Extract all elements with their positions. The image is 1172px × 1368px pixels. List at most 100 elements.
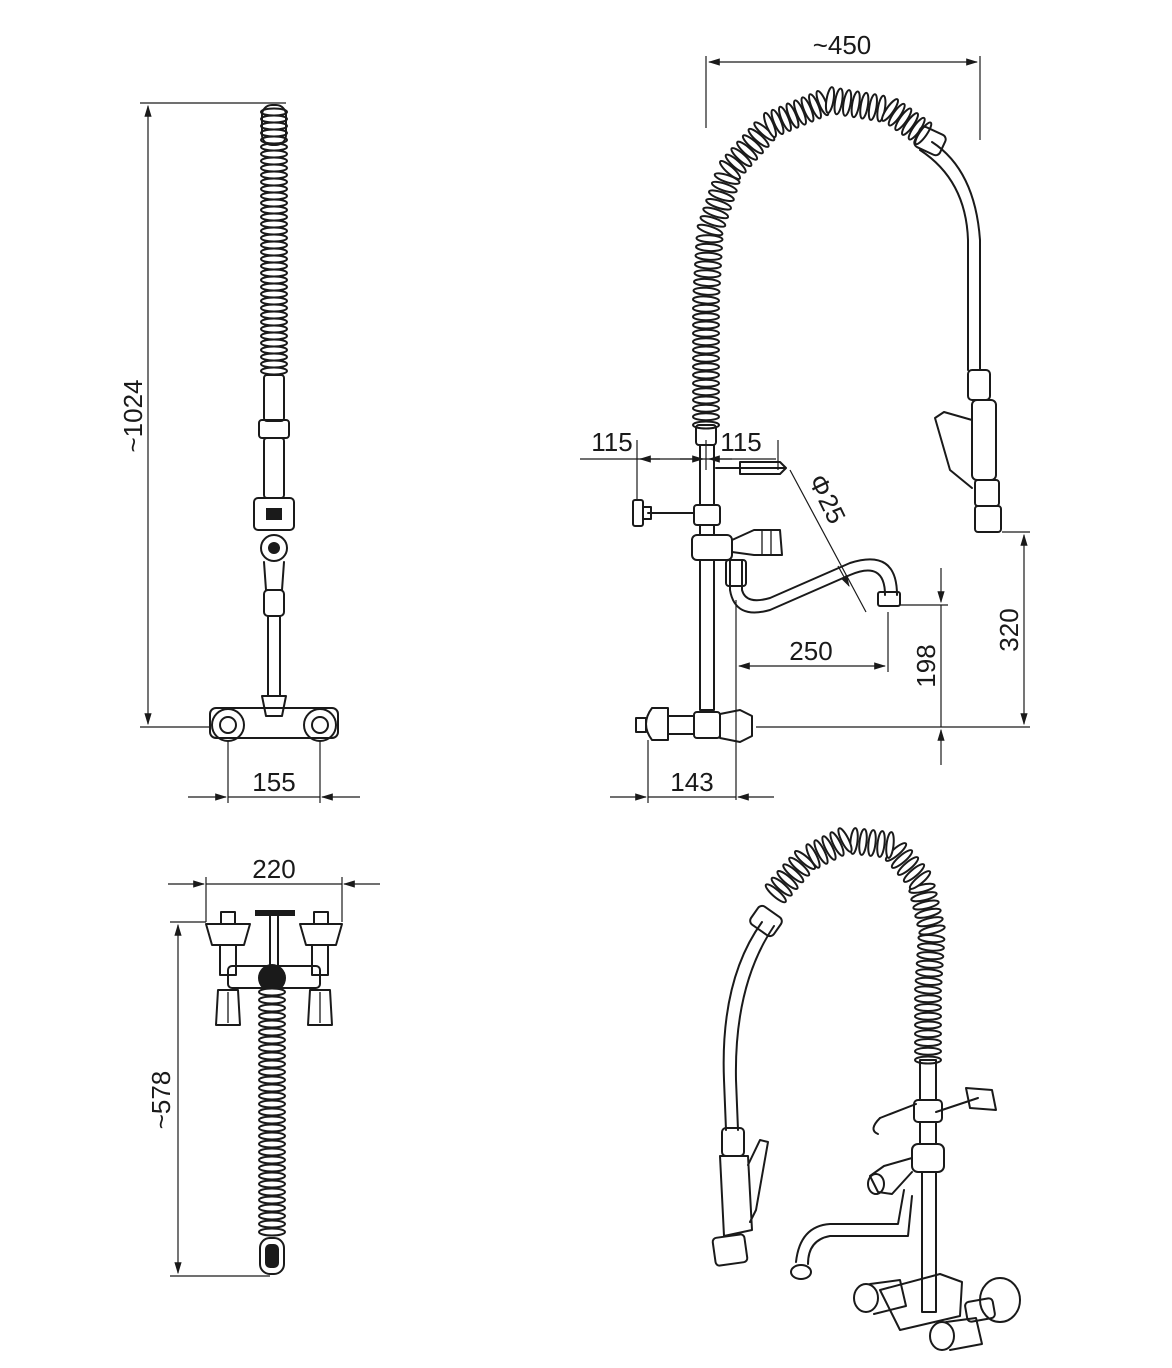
side-wall-flange <box>645 707 669 741</box>
top-spray-head <box>259 1237 285 1275</box>
front-wall-nut-left-inner <box>219 716 237 734</box>
front-valve-body <box>253 497 295 531</box>
spring-coil-ring <box>793 850 817 870</box>
spring-coil-ring <box>258 1203 286 1213</box>
spring-coil-ring <box>915 968 944 978</box>
spring-coil-ring <box>692 387 720 397</box>
spring-coil-ring <box>258 987 286 997</box>
spring-coil-ring <box>260 303 288 313</box>
spring-coil-ring <box>260 268 288 278</box>
top-column-top <box>258 964 286 992</box>
spring-coil-ring <box>260 359 288 369</box>
dim-143-label: 143 <box>670 767 713 797</box>
spring-coil-ring <box>808 93 822 120</box>
iso-spray-trigger <box>747 1139 769 1223</box>
spring-coil-ring <box>695 234 724 244</box>
spring-coil-ring <box>821 835 837 861</box>
front-bracket <box>261 695 287 717</box>
spring-coil-ring <box>896 856 920 876</box>
spring-coil-ring <box>258 1195 286 1205</box>
spring-coil-ring <box>908 882 936 894</box>
side-hose-outer <box>931 141 981 371</box>
spring-coil-ring <box>258 1139 286 1149</box>
dim-dia-group: Φ 25 <box>803 469 852 528</box>
spring-coil-ring <box>258 1227 286 1237</box>
spring-coil-ring <box>692 362 720 372</box>
top-flange-right <box>299 923 343 946</box>
side-hook-plate <box>632 499 644 527</box>
spring-coil-ring <box>260 352 288 362</box>
spring-coil-ring <box>260 198 288 208</box>
spring-coil-ring <box>260 212 288 222</box>
spring-coil-ring <box>788 856 811 877</box>
spring-coil-ring <box>260 338 288 348</box>
side-spout-inner <box>741 558 898 602</box>
spray-trigger <box>934 411 973 489</box>
front-lower-tube <box>267 615 281 697</box>
spring-coil-ring <box>813 839 829 865</box>
spring-coil-ring <box>914 1020 942 1030</box>
front-collar <box>258 419 290 439</box>
side-hose-inner <box>919 149 969 371</box>
spring-coil-ring <box>917 934 946 944</box>
spring-coil-ring <box>914 1029 942 1039</box>
dim-250-label: 250 <box>789 636 832 666</box>
spring-coil-ring <box>258 1083 286 1093</box>
spring-coil-ring <box>258 1147 286 1157</box>
side-spout-swivel <box>725 559 747 587</box>
spring-coil-ring <box>260 317 288 327</box>
iso-base-knob-right <box>929 1321 955 1351</box>
spring-coil-ring <box>778 105 792 132</box>
spring-coil-ring <box>692 328 720 338</box>
spring-coil-ring <box>699 215 727 228</box>
front-knob-center <box>268 542 280 554</box>
iso-wall-flange <box>979 1277 1021 1323</box>
spring-coil-ring <box>692 320 720 330</box>
spring-coil-ring <box>692 412 720 422</box>
iso-hose-clip <box>749 904 783 938</box>
spring-coil-ring <box>258 1051 286 1061</box>
spring-coil-ring <box>916 916 944 928</box>
spring-coil-ring <box>763 111 777 139</box>
spring-coil-ring <box>724 153 747 174</box>
spring-coil-ring <box>837 827 853 853</box>
spring-coil-ring <box>914 1003 942 1012</box>
spring-coil-ring <box>713 172 741 185</box>
spring-coil-ring <box>770 876 793 897</box>
dim-height-label: ~1024 <box>118 379 148 452</box>
iso-spray-body <box>719 1155 753 1237</box>
spring-coil-ring <box>260 240 288 250</box>
spring-coil-ring <box>258 1155 286 1165</box>
spring-coil-ring <box>260 170 288 180</box>
spring-coil-ring <box>260 289 288 299</box>
iso-hose-outer <box>722 921 763 1131</box>
spring-coil-ring <box>260 366 288 376</box>
front-knob <box>260 534 288 562</box>
spring-coil-ring <box>260 247 288 257</box>
dim-450-label: ~450 <box>813 30 872 60</box>
spring-coil-ring <box>914 1011 942 1021</box>
spring-coil-ring <box>782 863 805 884</box>
spray-nozzle-body <box>974 479 1000 507</box>
spray-nozzle <box>974 505 1002 533</box>
spring-coil-ring <box>692 286 721 296</box>
spring-coil-ring <box>914 1038 942 1047</box>
iso-mixer-knob-face <box>867 1173 885 1195</box>
side-spout-outer <box>729 559 886 614</box>
front-spout-neck <box>263 561 285 591</box>
spring-coil-ring <box>258 1091 286 1101</box>
iso-column-mid <box>919 1121 937 1145</box>
spring-coil-ring <box>258 1003 286 1013</box>
front-valve-mark <box>266 508 282 520</box>
spring-coil-ring <box>692 345 720 355</box>
side-base-block <box>693 711 721 739</box>
spring-coil-ring <box>885 831 895 859</box>
top-wall-stub-left <box>220 911 236 925</box>
spring-coil-ring <box>914 985 942 995</box>
spring-coil-ring <box>260 254 288 264</box>
top-knob-left <box>215 989 241 1026</box>
spring-coil-ring <box>702 206 730 220</box>
spring-coil-ring <box>694 260 722 270</box>
spring-coil-ring <box>260 219 288 229</box>
